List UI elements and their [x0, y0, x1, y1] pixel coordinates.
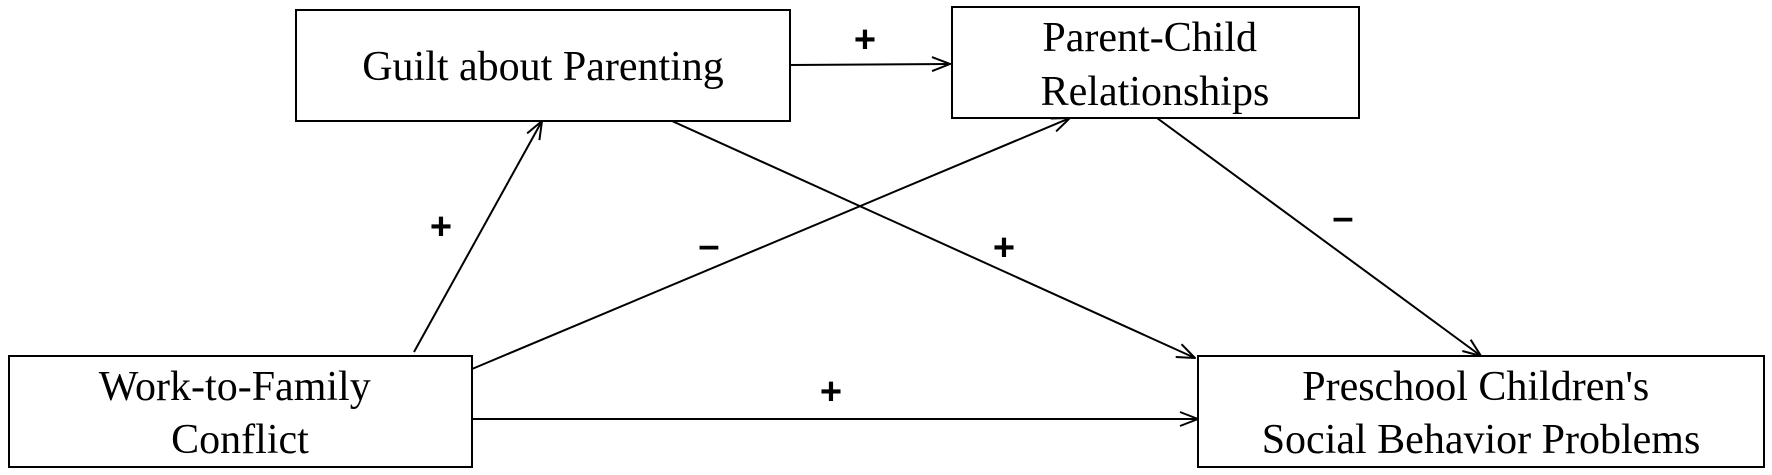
- edge-parent-child-to-behavior-problems: [1156, 117, 1481, 356]
- sign-guilt-to-parent-child: +: [854, 19, 876, 61]
- node-label-line: Relationships: [1041, 69, 1270, 115]
- node-parent-child-relationships: Parent-Child Relationships: [951, 6, 1360, 119]
- sign-guilt-to-behavior-problems: +: [993, 227, 1015, 269]
- node-label-line: Social Behavior Problems: [1262, 417, 1701, 463]
- node-label-line: Parent-Child: [1042, 15, 1257, 61]
- node-label-line: Conflict: [171, 417, 309, 463]
- sign-parent-child-to-behavior-problems: –: [1332, 197, 1353, 239]
- edge-guilt-to-behavior-problems: [671, 120, 1195, 358]
- node-label-line: Guilt about Parenting: [362, 44, 724, 90]
- node-label-line: Preschool Children's: [1302, 364, 1649, 410]
- node-preschool-behavior-problems: Preschool Children's Social Behavior Pro…: [1197, 355, 1765, 468]
- sign-conflict-to-behavior-problems: +: [820, 371, 842, 413]
- svg-text:Parent-Child Relationshi: Parent-Child Relationships: [1041, 15, 1270, 115]
- sign-conflict-to-guilt: +: [430, 206, 452, 248]
- edge-conflict-to-parent-child: [471, 118, 1070, 370]
- svg-text:Guilt about Parenting: Guilt about Parenting: [362, 44, 724, 90]
- sign-conflict-to-parent-child: –: [698, 225, 719, 267]
- edge-guilt-to-parent-child: [789, 64, 950, 65]
- svg-text:Work-to-Family Conflict: Work-to-Family Conflict: [99, 364, 381, 463]
- node-guilt-about-parenting: Guilt about Parenting: [295, 9, 791, 122]
- svg-text:Preschool Children's Soc: Preschool Children's Social Behavior Pro…: [1262, 364, 1701, 463]
- node-label-line: Work-to-Family: [99, 364, 371, 410]
- node-work-to-family-conflict: Work-to-Family Conflict: [8, 355, 473, 468]
- edge-conflict-to-guilt: [413, 121, 542, 353]
